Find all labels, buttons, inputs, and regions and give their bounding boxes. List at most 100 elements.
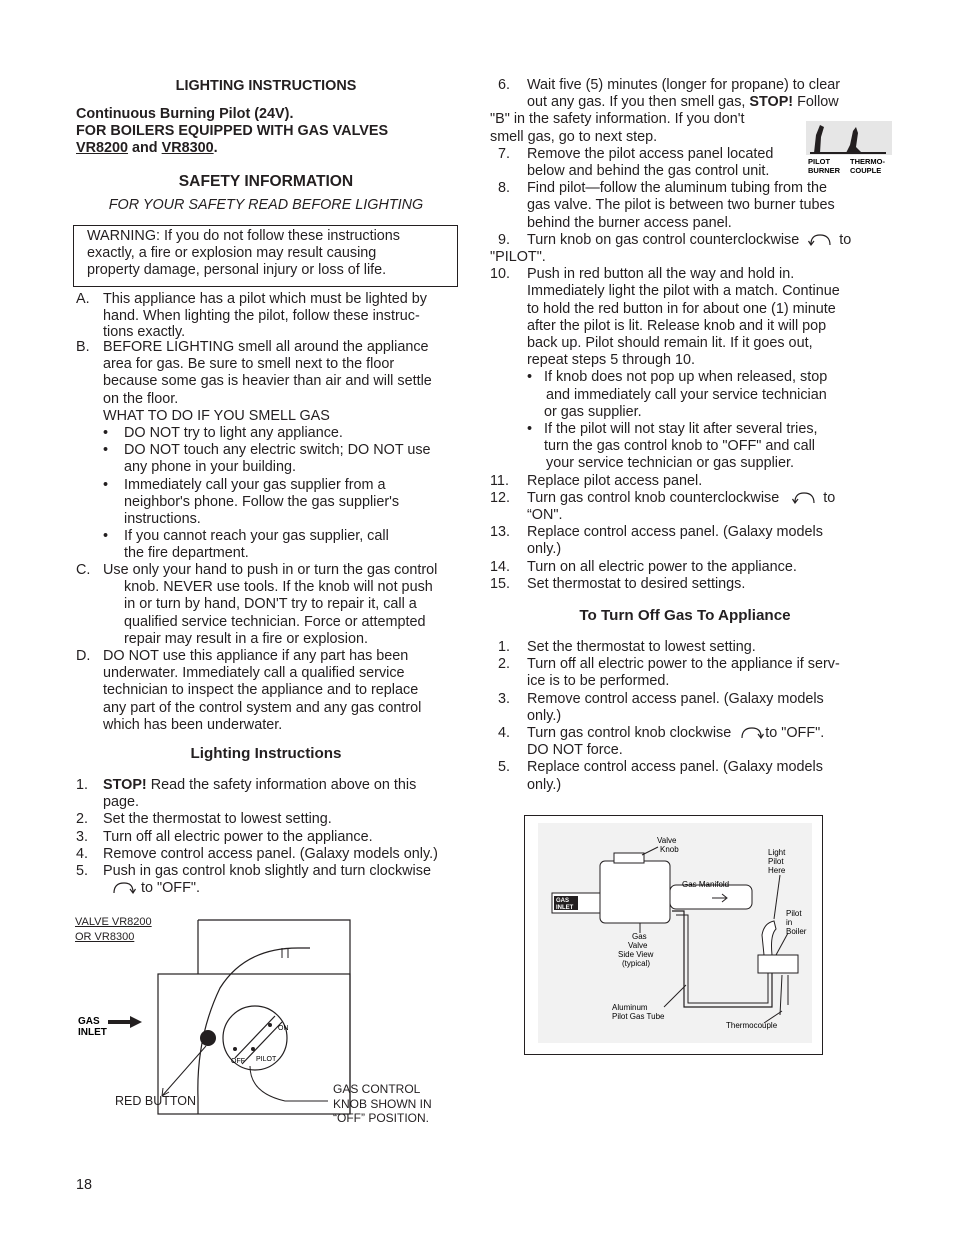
list-item: 1.STOP! Read the safety information abov… bbox=[76, 777, 466, 811]
item-line: area for gas. Be sure to smell next to t… bbox=[103, 356, 395, 373]
boiler-gas-valve-diagram: GAS INLET Valve Knob Light Pilot Here Ga… bbox=[524, 815, 823, 1055]
list-item: 3.Remove control access panel. (Galaxy m… bbox=[498, 691, 878, 725]
list-item: 6. Wait five (5) minutes (longer for pro… bbox=[490, 77, 870, 111]
list-item: • If knob does not pop up when released,… bbox=[527, 369, 870, 421]
off-label: OFF bbox=[231, 1058, 245, 1065]
light-pilot-label: Light bbox=[768, 848, 786, 857]
item-line: any part of the control system and any g… bbox=[103, 699, 422, 716]
step-text: out any gas. If you then smell gas, bbox=[527, 94, 750, 111]
step-number: 4. bbox=[76, 845, 89, 862]
step-text: “ON". bbox=[527, 507, 563, 524]
bullet-line: If the pilot will not stay lit after sev… bbox=[544, 421, 818, 438]
step-text: Turn knob on gas control counterclockwis… bbox=[527, 231, 800, 248]
list-item: •Immediately call your gas supplier from… bbox=[103, 477, 463, 529]
bullet-line: or gas supplier. bbox=[544, 403, 642, 420]
item-line: because some gas is heavier than air and… bbox=[103, 373, 432, 390]
item-line: in or turn by hand, DON'T try to repair … bbox=[124, 596, 417, 613]
list-item: 2. Set the thermostat to lowest setting. bbox=[76, 811, 466, 828]
step-number: 12. bbox=[490, 489, 511, 506]
step-text: Set thermostat to desired settings. bbox=[527, 575, 746, 592]
counterclockwise-arrow-icon bbox=[792, 492, 815, 505]
item-line: on the floor. bbox=[103, 390, 179, 407]
bullet-line: neighbor's phone. Follow the gas supplie… bbox=[124, 493, 400, 510]
list-item: •DO NOT try to light any appliance. bbox=[103, 425, 463, 442]
pilot-fig-label: BURNER bbox=[808, 166, 841, 175]
lighting-heading: Lighting Instructions bbox=[190, 745, 342, 762]
step-text: "B" in the safety information. If you do… bbox=[490, 111, 745, 128]
list-item: •DO NOT touch any electric switch; DO NO… bbox=[103, 442, 463, 476]
bullet-line: instructions. bbox=[124, 511, 201, 528]
step-text: Immediately light the pilot with a match… bbox=[527, 283, 840, 300]
step-text: Read the safety information above on thi… bbox=[146, 777, 417, 793]
list-item: 13. Replace control access panel. (Galax… bbox=[490, 524, 870, 558]
light-pilot-label: Here bbox=[768, 866, 786, 875]
item-line: BEFORE LIGHTING smell all around the app… bbox=[103, 339, 429, 355]
step-text: Replace pilot access panel. bbox=[527, 472, 703, 489]
inlet-arrow-icon bbox=[130, 1016, 142, 1028]
caption-line: “OFF” POSITION. bbox=[333, 1111, 429, 1125]
valve-vr8300: VR8300 bbox=[161, 140, 214, 156]
knob-caption: GAS CONTROL KNOB SHOWN IN “OFF” POSITION… bbox=[333, 1082, 432, 1126]
list-item: 5.Push in gas control knob slightly and … bbox=[76, 863, 466, 897]
stop-label: STOP! bbox=[103, 777, 147, 793]
subtitle-pilot: Continuous Burning Pilot (24V). bbox=[76, 106, 294, 122]
warning-line-1: WARNING: If you do not follow these inst… bbox=[87, 228, 400, 244]
red-button-caption: RED BUTTON bbox=[115, 1094, 197, 1108]
safety-item-b: B. BEFORE LIGHTING smell all around the … bbox=[76, 339, 461, 425]
gas-valve-label: (typical) bbox=[622, 959, 650, 968]
gas-inlet-label: GAS bbox=[78, 1016, 100, 1027]
list-item: 2.Turn off all electric power to the app… bbox=[498, 656, 878, 690]
step-text: page. bbox=[103, 794, 140, 811]
step-text: behind the burner access panel. bbox=[527, 214, 732, 231]
pilot-in-boiler-label: Pilot bbox=[786, 909, 802, 918]
item-line: Use only your hand to push in or turn th… bbox=[103, 562, 438, 578]
page-title: LIGHTING INSTRUCTIONS bbox=[175, 78, 357, 94]
thermocouple-label: Thermocouple bbox=[726, 1021, 778, 1030]
step-text: Turn on all electric power to the applia… bbox=[527, 558, 797, 575]
step-number: 3. bbox=[498, 690, 511, 707]
step-text: to bbox=[823, 489, 836, 506]
step-text: Replace control access panel. (Galaxy mo… bbox=[527, 759, 823, 776]
step-number: 2. bbox=[76, 811, 89, 828]
step-text: repeat steps 5 through 10. bbox=[527, 352, 696, 369]
step-text: Set the thermostat to lowest setting. bbox=[103, 811, 332, 828]
step-text: Remove the pilot access panel located bbox=[527, 145, 774, 162]
valve-knob-label: Knob bbox=[660, 845, 679, 854]
list-item: 15. Set thermostat to desired settings. bbox=[490, 576, 870, 593]
list-item: 10. Push in red button all the way and h… bbox=[490, 266, 870, 472]
valve-label-line: OR VR8300 bbox=[75, 930, 135, 943]
safety-item-d: D. DO NOT use this appliance if any part… bbox=[76, 648, 461, 734]
step-text: to "OFF". bbox=[137, 880, 200, 897]
safety-item-c: C. Use only your hand to push in or turn… bbox=[76, 562, 461, 648]
red-button-icon bbox=[200, 1030, 216, 1046]
gas-valve-diagram: GAS INLET ON OFF PILOT bbox=[78, 919, 351, 1115]
pilot-fig-label: THERMO- bbox=[850, 157, 885, 166]
step-text: Remove control access panel. (Galaxy mod… bbox=[103, 845, 438, 862]
step-text: only.) bbox=[527, 776, 562, 793]
list-item: 11. Replace pilot access panel. bbox=[490, 473, 870, 490]
step-text: back up. Pilot should remain lit. If it … bbox=[527, 335, 813, 352]
pilot-burner-illustration: PILOT BURNER THERMO- COUPLE bbox=[806, 121, 892, 175]
list-item: • If the pilot will not stay lit after s… bbox=[527, 421, 870, 473]
item-line: WHAT TO DO IF YOU SMELL GAS bbox=[103, 407, 330, 424]
pilot-icon bbox=[814, 125, 824, 153]
subtitle-valves: VR8200 and VR8300. bbox=[76, 140, 218, 157]
item-line: DO NOT use this appliance if any part ha… bbox=[103, 648, 409, 664]
item-label: D. bbox=[76, 648, 91, 664]
item-label: C. bbox=[76, 562, 91, 578]
item-line: This appliance has a pilot which must be… bbox=[103, 291, 427, 307]
step-text: smell gas, go to next step. bbox=[490, 128, 658, 145]
step-number: 5. bbox=[76, 863, 89, 880]
list-item: 9. Turn knob on gas control counterclock… bbox=[490, 232, 870, 249]
step-number: 14. bbox=[490, 558, 511, 575]
lighting-steps-continued: 6. Wait five (5) minutes (longer for pro… bbox=[490, 77, 870, 593]
step-number: 10. bbox=[490, 266, 511, 283]
turn-off-heading: To Turn Off Gas To Appliance bbox=[579, 607, 791, 624]
list-item: 14. Turn on all electric power to the ap… bbox=[490, 559, 870, 576]
bullet-line: DO NOT touch any electric switch; DO NOT… bbox=[124, 442, 431, 459]
step-number: 2. bbox=[498, 656, 511, 673]
bullet-line: Immediately call your gas supplier from … bbox=[124, 476, 386, 493]
list-item: 4.Turn gas control knob clockwise to "OF… bbox=[498, 725, 878, 759]
gas-valve-label: Side View bbox=[618, 950, 654, 959]
